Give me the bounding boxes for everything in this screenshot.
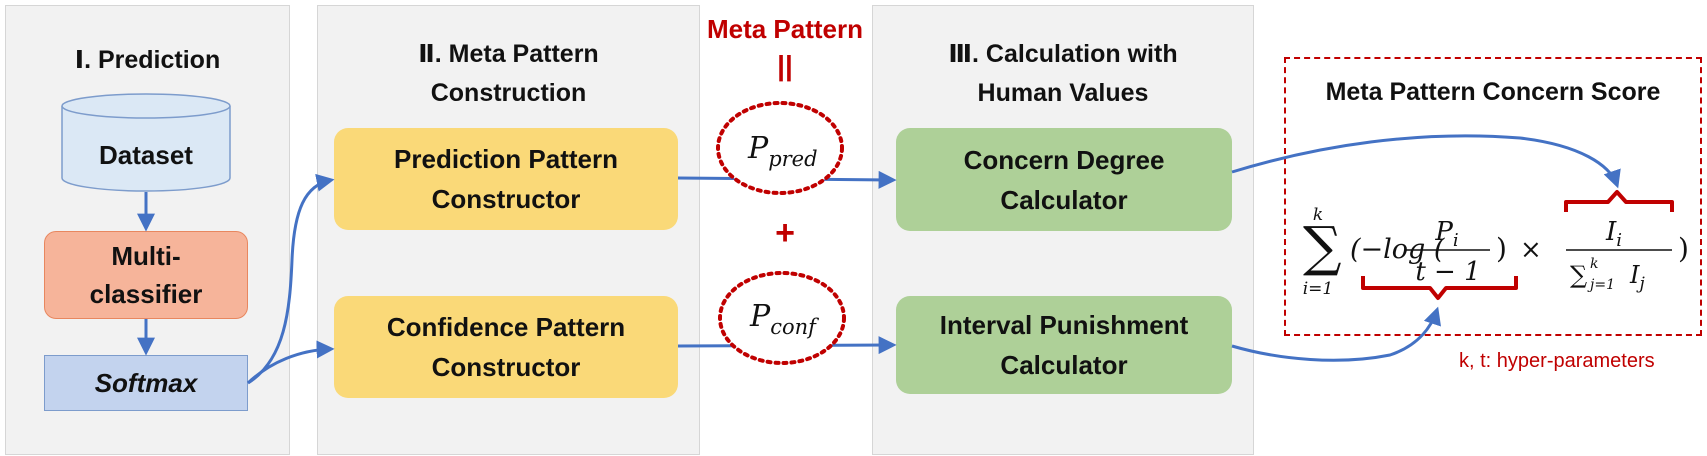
concern-score-title: Meta Pattern Concern Score	[1325, 78, 1661, 106]
dataset-cylinder-icon	[61, 93, 231, 192]
concern-calculator-line2: Calculator	[1000, 184, 1128, 215]
confidence-pattern-constructor-box: Confidence Pattern Constructor	[334, 296, 678, 398]
softmax-label: Softmax	[94, 368, 198, 398]
concern-calculator-line1: Concern Degree	[963, 144, 1165, 175]
interval-calculator-line2: Calculator	[1000, 350, 1128, 380]
multi-classifier-box: Multi- classifier	[44, 231, 248, 319]
concern-score-box	[1284, 57, 1702, 336]
prediction-constructor-line1: Prediction Pattern	[394, 144, 618, 174]
p-pred-label: Ppred	[747, 131, 818, 171]
prediction-panel-title: Ⅰ. Prediction	[74, 46, 221, 74]
prediction-pattern-constructor-box: Prediction Pattern Constructor	[334, 128, 678, 230]
meta-pattern-panel-title-line2: Construction	[430, 79, 587, 107]
p-conf-label: Pconf	[749, 299, 819, 339]
calculation-panel-title-line2: Human Values	[977, 79, 1149, 107]
calculation-panel-title-line1: Ⅲ. Calculation with	[948, 40, 1178, 68]
softmax-box: Softmax	[44, 355, 248, 411]
hyper-parameters-note: k, t: hyper-parameters	[1459, 350, 1655, 372]
meta-pattern-label: Meta Pattern	[706, 14, 864, 44]
confidence-constructor-line1: Confidence Pattern	[386, 312, 626, 342]
arrow-prediction-to-concern-calculator	[677, 170, 897, 189]
p-conf-ellipse	[718, 271, 846, 365]
concern-degree-calculator-box: Concern Degree Calculator	[896, 128, 1232, 231]
interval-calculator-line1: Interval Punishment	[939, 310, 1189, 340]
prediction-constructor-line2: Constructor	[431, 184, 581, 214]
meta-pattern-plus-sign: +	[775, 214, 795, 252]
p-pred-ellipse	[716, 101, 844, 195]
confidence-constructor-line2: Constructor	[431, 352, 581, 382]
dataset-label: Dataset	[99, 140, 193, 170]
multi-classifier-line2: classifier	[89, 279, 203, 309]
meta-pattern-panel-title-line1: Ⅱ. Meta Pattern	[418, 40, 599, 68]
multi-classifier-line1: Multi-	[111, 241, 181, 271]
meta-pattern-equals-sign: ||	[777, 50, 793, 81]
interval-punishment-calculator-box: Interval Punishment Calculator	[896, 296, 1232, 394]
arrow-confidence-to-interval-calculator	[677, 336, 897, 355]
